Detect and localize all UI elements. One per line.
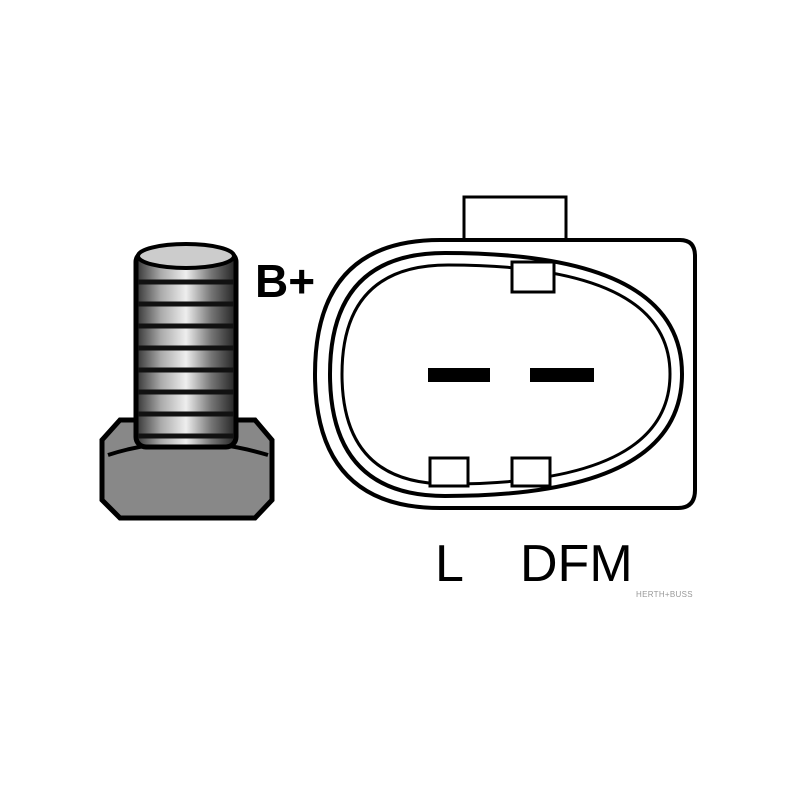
- b-plus-label: B+: [255, 255, 316, 307]
- pin-slot-dfm: [510, 456, 552, 488]
- l-terminal-label: L: [435, 535, 464, 593]
- dfm-terminal-label: DFM: [520, 535, 633, 593]
- watermark: HERTH+BUSS: [636, 590, 693, 599]
- key-slot: [510, 260, 556, 294]
- pin-slot-l: [428, 456, 470, 488]
- pin-l: [428, 368, 490, 382]
- stud-bolt: [99, 242, 275, 521]
- plug-connector: [312, 195, 697, 510]
- pin-dfm: [530, 368, 594, 382]
